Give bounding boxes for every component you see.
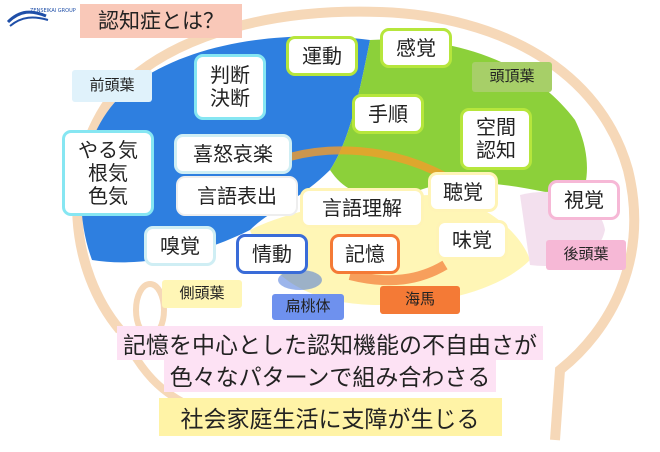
- conclusion-banner: 社会家庭生活に支障が生じる: [0, 398, 660, 436]
- bubble-procedure: 手順: [352, 94, 424, 134]
- logo-text: ZENSEIKAI GROUP: [30, 8, 76, 14]
- label-temporal-lobe: 側頭葉: [162, 280, 242, 308]
- bubble-motivation: やる気 根気 色気: [62, 130, 154, 216]
- page-title: 認知症とは？: [80, 4, 242, 38]
- bubble-sensation: 感覚: [380, 28, 452, 68]
- message-line-1-text: 記憶を中心とした認知機能の不自由さが: [117, 326, 543, 360]
- bubble-hearing: 聴覚: [428, 172, 498, 212]
- logo-mark-icon: [6, 10, 49, 27]
- label-parietal-lobe: 頭頂葉: [472, 62, 552, 92]
- bubble-speech-expression: 言語表出: [176, 176, 298, 216]
- label-hippocampus: 海馬: [380, 286, 460, 314]
- logo: ZENSEIKAI GROUP: [6, 6, 76, 30]
- message-line-1: 記憶を中心とした認知機能の不自由さが: [0, 326, 660, 360]
- amygdala-shape: [278, 270, 322, 290]
- bubble-smell: 嗅覚: [144, 226, 216, 266]
- bubble-memory: 記憶: [330, 234, 400, 274]
- message-line-2: 色々なパターンで組み合わさる: [0, 358, 660, 392]
- bubble-language-comprehension: 言語理解: [300, 188, 424, 228]
- bubble-judgment: 判断 決断: [194, 54, 266, 120]
- bubble-taste: 味覚: [436, 220, 508, 260]
- message-line-2-text: 色々なパターンで組み合わさる: [163, 358, 497, 392]
- label-occipital-lobe: 後頭葉: [546, 240, 626, 270]
- label-amygdala: 扁桃体: [272, 294, 344, 320]
- bubble-affect: 情動: [236, 234, 308, 274]
- hippocampus-shape: [348, 260, 448, 286]
- conclusion-text: 社会家庭生活に支障が生じる: [158, 398, 502, 436]
- bubble-vision: 視覚: [548, 180, 620, 220]
- bubble-spatial-cognition: 空間 認知: [460, 108, 532, 170]
- bubble-movement: 運動: [286, 36, 358, 76]
- bubble-emotions: 喜怒哀楽: [174, 134, 292, 174]
- label-frontal-lobe: 前頭葉: [72, 70, 152, 102]
